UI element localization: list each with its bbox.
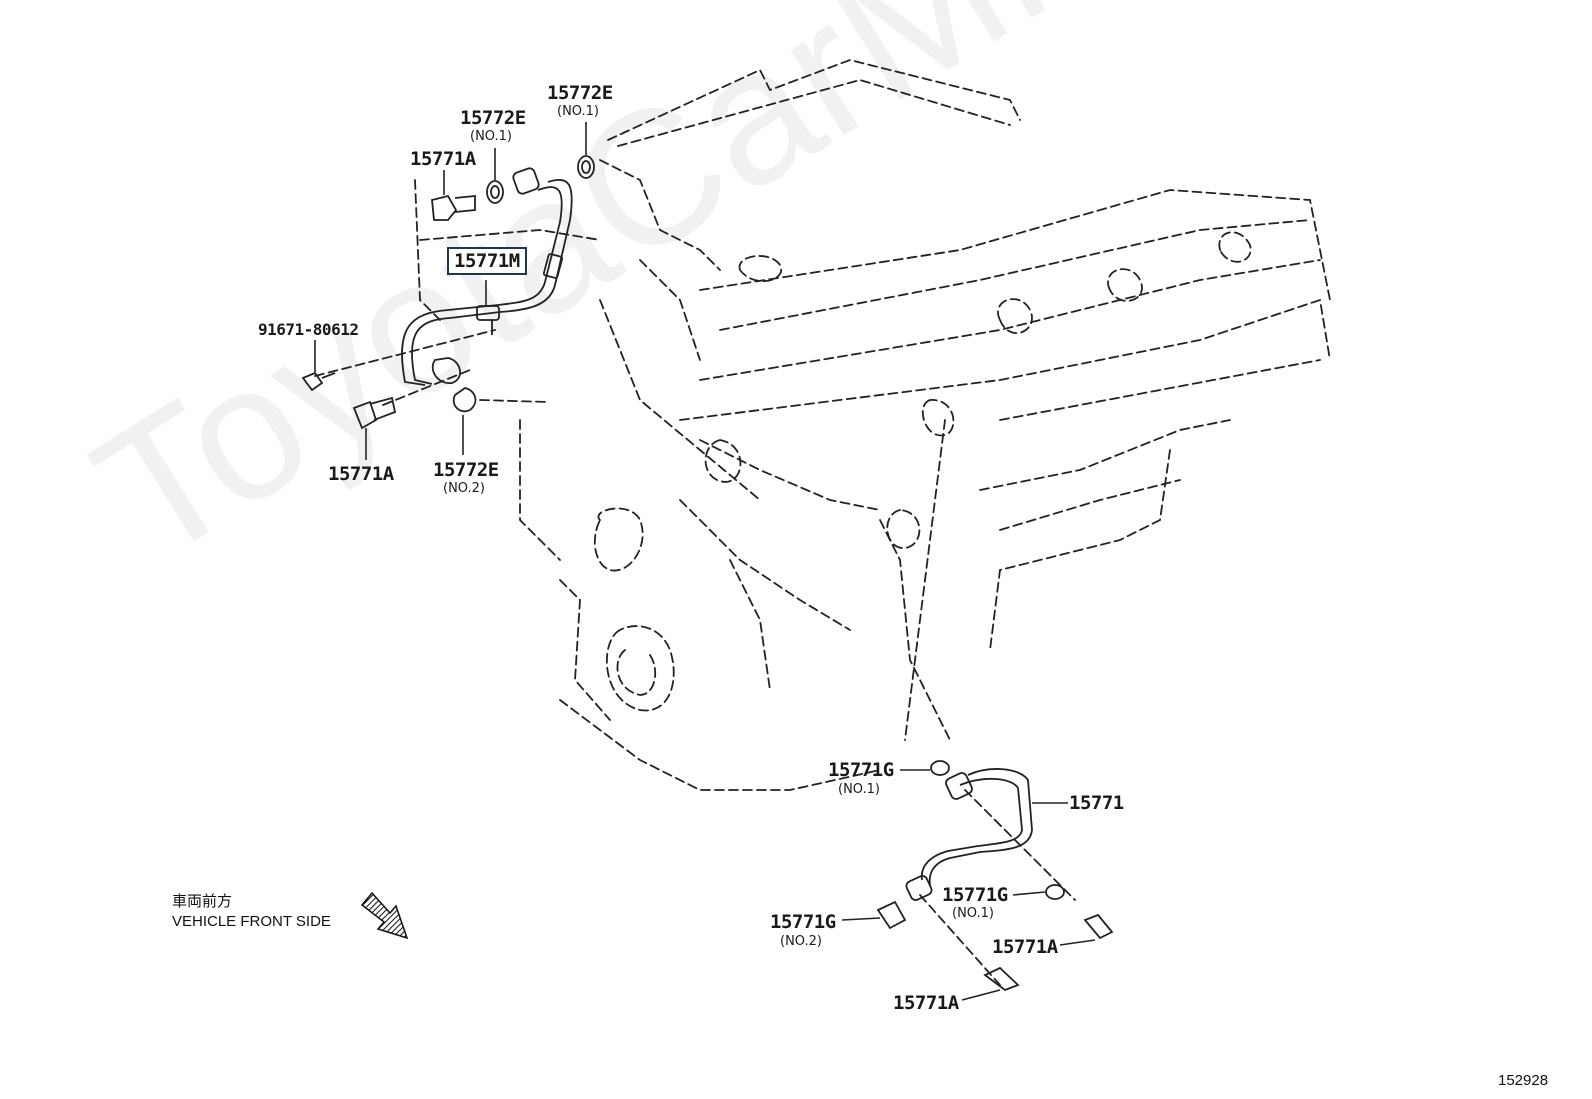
part-label-15772e-bottom: 15772E bbox=[433, 459, 499, 481]
part-note-no1-15771g-mid: (NO.1) bbox=[952, 906, 994, 921]
part-label-15771: 15771 bbox=[1069, 792, 1124, 814]
part-label-15771g-mid: 15771G bbox=[942, 884, 1008, 906]
leader-lines bbox=[314, 122, 1096, 1001]
hardware-upper bbox=[301, 155, 595, 430]
part-note-no1-mid: (NO.1) bbox=[470, 129, 512, 144]
part-label-15771m-highlighted: 15771M bbox=[447, 247, 527, 275]
part-note-no2-15771g-low: (NO.2) bbox=[780, 934, 822, 949]
part-label-15771g-low: 15771G bbox=[770, 911, 836, 933]
engine-outline bbox=[314, 59, 1331, 986]
part-note-no1-upper: (NO.1) bbox=[557, 104, 599, 119]
part-label-15771g-top: 15771G bbox=[828, 759, 894, 781]
part-note-no2-bottom: (NO.2) bbox=[443, 481, 485, 496]
part-note-no1-15771g-top: (NO.1) bbox=[838, 782, 880, 797]
direction-label-english: VEHICLE FRONT SIDE bbox=[172, 913, 331, 930]
part-label-15771a-bottom: 15771A bbox=[893, 992, 959, 1014]
oil-pipe-15771 bbox=[876, 760, 1114, 992]
diagram-id: 152928 bbox=[1498, 1072, 1549, 1089]
part-label-15771a-right: 15771A bbox=[992, 936, 1058, 958]
part-label-15772e-mid: 15772E bbox=[460, 107, 526, 129]
vehicle-front-arrow-icon bbox=[360, 891, 409, 940]
part-label-15771a-top: 15771A bbox=[410, 148, 476, 170]
oil-pipe-15771m bbox=[401, 167, 573, 386]
part-label-15771a-left: 15771A bbox=[328, 463, 394, 485]
part-label-15772e-upper: 15772E bbox=[547, 82, 613, 104]
direction-label-japanese: 車両前方 bbox=[172, 893, 233, 910]
part-label-91671-80612: 91671-80612 bbox=[258, 320, 359, 339]
